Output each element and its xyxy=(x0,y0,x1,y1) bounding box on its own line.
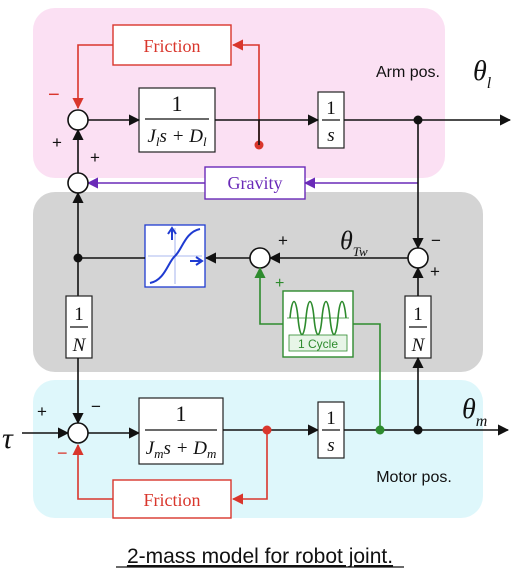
gear-left-den: N xyxy=(72,335,87,356)
sign-minus-motor-top: − xyxy=(91,397,101,416)
integrator-arm-num: 1 xyxy=(326,98,336,119)
theta-l-label: θl xyxy=(473,56,492,92)
friction-feedback-bottom-out xyxy=(231,430,268,505)
arrow-right-icon xyxy=(190,256,204,266)
friction-feedback-top-in xyxy=(72,44,113,110)
friction-label-top: Friction xyxy=(144,36,201,56)
arm-dyn-num: 1 xyxy=(172,91,183,116)
gear-right-num: 1 xyxy=(413,304,423,325)
friction-feedback-top-out xyxy=(231,39,260,145)
branch-dot-motor-output xyxy=(413,425,423,435)
figure-caption: 2-mass model for robot joint. xyxy=(127,545,393,568)
sign-plus-stiff-top: + xyxy=(278,231,288,250)
sum-junction-gravity xyxy=(67,172,89,194)
motor-dynamics-block xyxy=(138,397,224,465)
integrator-motor-num: 1 xyxy=(326,408,336,429)
integrator-arm-den: s xyxy=(327,125,334,146)
branch-dot-disturbance xyxy=(375,425,385,435)
gear-right-den: N xyxy=(411,335,426,356)
wire-dist-to-stiffsum xyxy=(254,266,283,325)
one-cycle-label: 1 Cycle xyxy=(298,337,338,351)
gravity-block xyxy=(204,166,306,200)
sign-minus-twist: − xyxy=(431,231,441,250)
sum-junction-arm xyxy=(67,109,89,131)
theta-tw-label: θTw xyxy=(340,226,368,259)
friction-label-bottom: Friction xyxy=(144,490,201,510)
sign-minus-motor-bottom: − xyxy=(57,443,68,463)
sign-plus-twist: + xyxy=(430,262,440,281)
arm-dyn-den: Jls + Dl xyxy=(147,126,207,149)
motor-dyn-num: 1 xyxy=(176,401,187,426)
integrator-motor-den: s xyxy=(327,435,334,456)
sign-plus-stiff-bottom: + xyxy=(275,275,284,292)
friction-feedback-bottom-in xyxy=(72,443,113,500)
sign-plus-gravity: + xyxy=(90,148,100,167)
theta-m-label: θm xyxy=(462,394,487,430)
friction-block-top xyxy=(112,24,232,66)
tau-label: τ xyxy=(2,422,14,455)
arrow-up-icon xyxy=(167,226,177,240)
gravity-label: Gravity xyxy=(228,173,283,193)
sum-junction-stiffness xyxy=(249,247,271,269)
sine-wave-icon xyxy=(289,300,347,336)
sum-junction-motor xyxy=(67,422,89,444)
arm-pos-label: Arm pos. xyxy=(376,64,440,81)
wire-motorpos-to-dist xyxy=(353,323,381,430)
nonlin-curve xyxy=(149,228,201,284)
gear-left-num: 1 xyxy=(74,304,84,325)
motor-dyn-den: Jms + Dm xyxy=(146,438,217,461)
sign-minus-arm: − xyxy=(48,84,60,106)
sum-junction-twist xyxy=(407,247,429,269)
sign-plus-motor: + xyxy=(37,402,47,421)
one-cycle-box xyxy=(288,334,348,352)
sign-plus-arm: + xyxy=(52,133,62,152)
motor-pos-label: Motor pos. xyxy=(376,469,452,486)
